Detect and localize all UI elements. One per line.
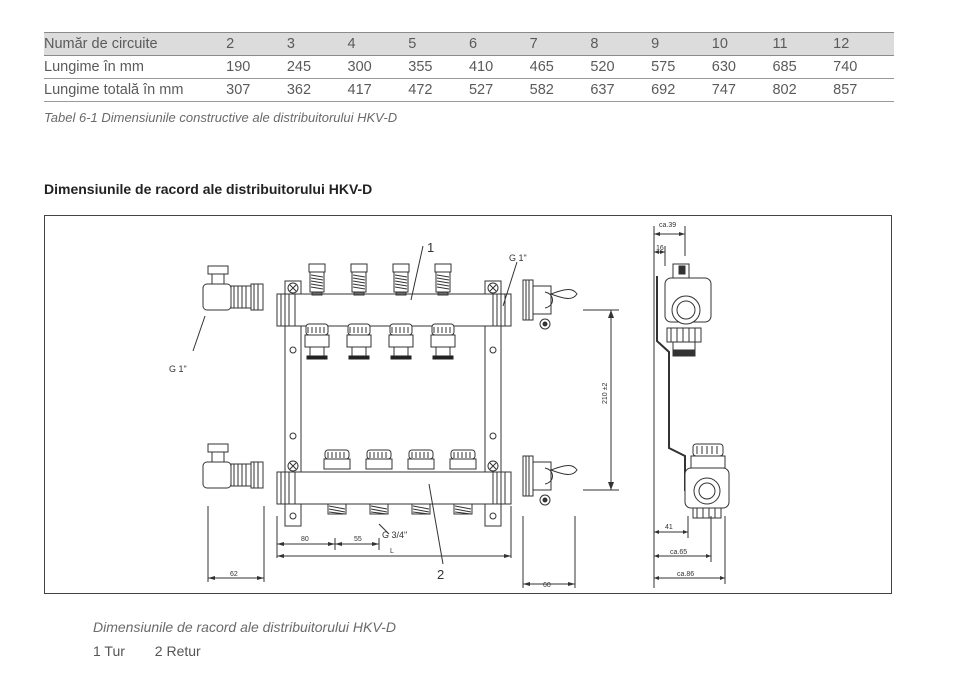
table-cell: 740: [833, 55, 894, 79]
header-cell: 2: [226, 32, 287, 56]
dim-label-80: 80: [301, 536, 309, 543]
table-cell: 575: [651, 55, 712, 79]
legend: 1 Tur 2 Retur: [93, 643, 227, 659]
header-cell: 8: [590, 32, 652, 56]
legend-item-tur: 1 Tur: [93, 643, 125, 659]
table-cell: 300: [347, 55, 409, 79]
figure-caption: Dimensiunile de racord ale distribuitoru…: [93, 619, 396, 635]
dim-label-ca65: ca.65: [670, 549, 687, 556]
dim-label-55: 55: [354, 536, 362, 543]
header-cell: 4: [347, 32, 409, 56]
table-cell: 802: [772, 78, 834, 102]
dim-label-210: 210 ±2: [602, 383, 609, 404]
callout-label-1: 1: [427, 240, 434, 255]
header-cell: 5: [408, 32, 469, 56]
dim-label-60: 60: [543, 582, 551, 589]
dim-label-16: 16: [656, 245, 664, 252]
table-cell: 582: [529, 78, 591, 102]
thread-label-g34: G 3/4": [382, 530, 407, 540]
table-cell: 410: [468, 55, 530, 79]
table-row: Lungime totală în mm 307 362 417 472 527…: [44, 78, 894, 102]
header-cell: 3: [286, 32, 348, 56]
header-cell: 6: [468, 32, 530, 56]
table-header-row: Număr de circuite 2 3 4 5 6 7 8 9 10 11 …: [44, 32, 894, 56]
table-cell: 630: [711, 55, 773, 79]
header-cell: 9: [651, 32, 712, 56]
manifold-drawing: 1 2 G 1" G 1" G 3/4" 80 55 L 62 60 210 ±…: [169, 222, 730, 589]
connection-diagram: 1 2 G 1" G 1" G 3/4" 80 55 L 62 60 210 ±…: [44, 215, 892, 594]
header-cell: 7: [529, 32, 591, 56]
dim-label-ca39: ca.39: [659, 222, 676, 229]
thread-label-g1-left: G 1": [169, 364, 187, 374]
header-cell: 12: [833, 32, 894, 56]
table-cell: 527: [468, 78, 530, 102]
table-caption: Tabel 6-1 Dimensiunile constructive ale …: [44, 110, 398, 125]
table-cell: 245: [286, 55, 348, 79]
row-label: Lungime în mm: [44, 55, 227, 79]
table-cell: 355: [408, 55, 469, 79]
header-cell: 10: [711, 32, 773, 56]
dim-label-ca86: ca.86: [677, 571, 694, 578]
table-cell: 520: [590, 55, 652, 79]
table-cell: 465: [529, 55, 591, 79]
header-cell: 11: [772, 32, 834, 56]
table-cell: 190: [226, 55, 287, 79]
table-cell: 417: [347, 78, 409, 102]
dim-label-l: L: [390, 548, 394, 555]
dim-label-62: 62: [230, 571, 238, 578]
table-cell: 692: [651, 78, 712, 102]
header-label: Număr de circuite: [44, 32, 227, 56]
table-cell: 307: [226, 78, 287, 102]
table-cell: 472: [408, 78, 469, 102]
table-cell: 685: [772, 55, 834, 79]
row-label: Lungime totală în mm: [44, 78, 227, 102]
callout-label-2: 2: [437, 567, 444, 582]
table-row: Lungime în mm 190 245 300 355 410 465 52…: [44, 55, 894, 79]
section-title: Dimensiunile de racord ale distribuitoru…: [44, 181, 373, 197]
table-cell: 362: [286, 78, 348, 102]
table-cell: 857: [833, 78, 894, 102]
table-cell: 637: [590, 78, 652, 102]
dimensions-table: Număr de circuite 2 3 4 5 6 7 8 9 10 11 …: [44, 32, 894, 102]
thread-label-g1-right: G 1": [509, 253, 527, 263]
legend-item-retur: 2 Retur: [154, 643, 201, 659]
dim-label-41: 41: [665, 524, 673, 531]
table-cell: 747: [711, 78, 773, 102]
